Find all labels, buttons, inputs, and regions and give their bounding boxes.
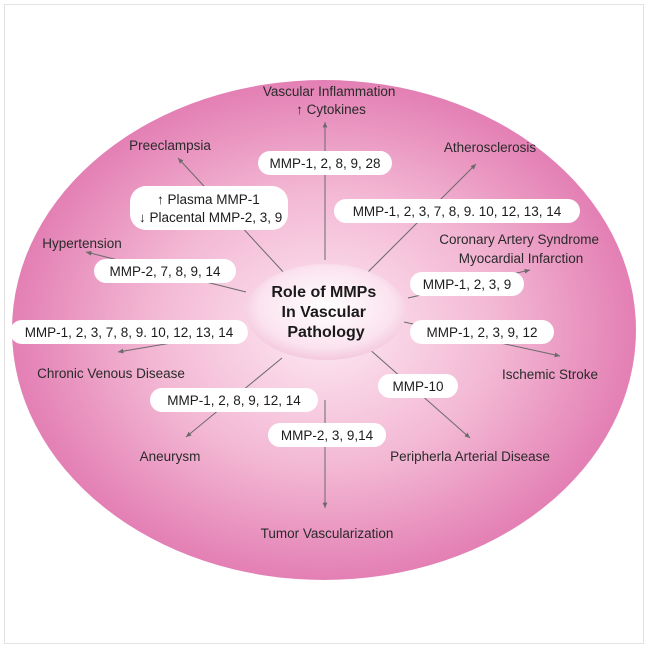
label-vascular-inflammation-line-1: Vascular Inflammation [263,84,396,99]
pill-coronary: MMP-1, 2, 3, 9 [410,272,524,296]
label-vascular-inflammation-line-2: ↑ Cytokines [296,102,366,117]
label-coronary: Coronary Artery Syndrome Myocardial Infa… [439,232,603,266]
pill-atherosclerosis: MMP-1, 2, 3, 7, 8, 9. 10, 12, 13, 14 [334,199,580,223]
label-aneurysm: Aneurysm [140,449,201,464]
label-peripheral: Peripherla Arterial Disease [390,449,550,464]
mmp-atherosclerosis: MMP-1, 2, 3, 7, 8, 9. 10, 12, 13, 14 [353,204,562,219]
mmp-preeclampsia: ↑ Plasma MMP-1 ↓ Placental MMP-2, 3, 9 [139,192,282,225]
label-coronary-line-2: Myocardial Infarction [459,251,584,266]
center-title: Role of MMPs In Vascular Pathology [271,284,380,341]
mmp-aneurysm: MMP-1, 2, 8, 9, 12, 14 [167,393,301,408]
disease-labels: Vascular Inflammation ↑ Cytokines Preecl… [37,84,603,541]
label-atherosclerosis: Atherosclerosis [444,140,537,155]
mmp-peripheral: MMP-10 [392,379,443,394]
pill-ischemic-stroke: MMP-1, 2, 3, 9, 12 [410,320,554,344]
label-chronic-venous: Chronic Venous Disease [37,366,185,381]
mmp-hypertension: MMP-2, 7, 8, 9, 14 [109,264,221,279]
figure-frame [4,4,644,644]
label-tumor: Tumor Vascularization [261,526,394,541]
center-node: Role of MMPs In Vascular Pathology [246,264,406,360]
label-preeclampsia: Preeclampsia [129,138,211,153]
mmp-pills: MMP-1, 2, 8, 9, 28 ↑ Plasma MMP-1 ↓ Plac… [10,151,580,447]
pill-hypertension: MMP-2, 7, 8, 9, 14 [94,259,236,283]
pill-chronic-venous: MMP-1, 2, 3, 7, 8, 9. 10, 12, 13, 14 [10,320,248,344]
mmp-vascular-inflammation: MMP-1, 2, 8, 9, 28 [269,156,380,171]
label-ischemic-stroke: Ischemic Stroke [502,367,598,382]
mmp-preeclampsia-line-2: ↓ Placental MMP-2, 3, 9 [139,210,282,225]
pill-aneurysm: MMP-1, 2, 8, 9, 12, 14 [150,388,318,412]
center-line-2: In Vascular [282,304,367,321]
mmp-coronary: MMP-1, 2, 3, 9 [423,277,512,292]
pill-vascular-inflammation: MMP-1, 2, 8, 9, 28 [258,151,392,175]
center-ellipse [246,264,406,360]
pill-tumor: MMP-2, 3, 9,14 [268,423,386,447]
mmp-chronic-venous: MMP-1, 2, 3, 7, 8, 9. 10, 12, 13, 14 [25,325,234,340]
mmp-preeclampsia-line-1: ↑ Plasma MMP-1 [157,192,260,207]
mmp-tumor: MMP-2, 3, 9,14 [281,428,374,443]
label-hypertension: Hypertension [42,236,122,251]
mmp-ischemic-stroke: MMP-1, 2, 3, 9, 12 [426,325,537,340]
center-line-1: Role of MMPs [271,284,376,301]
pill-preeclampsia: ↑ Plasma MMP-1 ↓ Placental MMP-2, 3, 9 [130,186,288,230]
label-vascular-inflammation: Vascular Inflammation ↑ Cytokines [263,84,399,117]
center-line-3: Pathology [287,324,364,341]
pill-peripheral: MMP-10 [378,374,458,398]
label-coronary-line-1: Coronary Artery Syndrome [439,232,599,247]
